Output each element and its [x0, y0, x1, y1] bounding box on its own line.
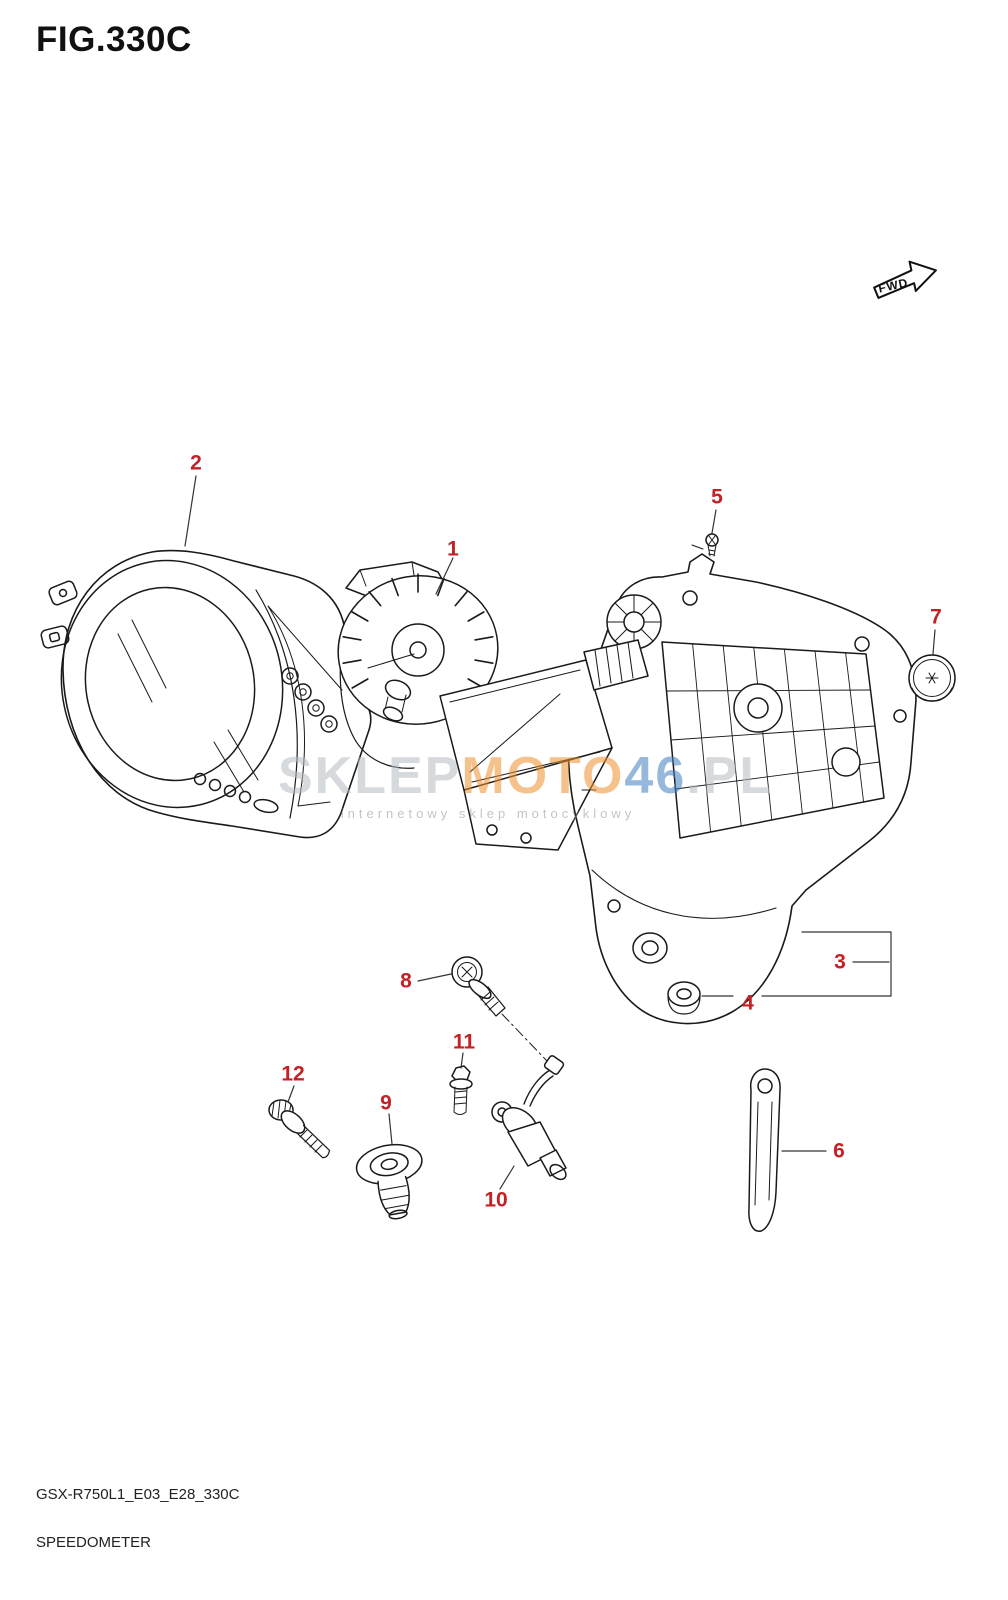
part-screw-8: [451, 956, 549, 1063]
part-screw-5: [691, 533, 719, 557]
footer-figure-name: SPEEDOMETER: [36, 1534, 152, 1551]
figure-title: FIG.330C: [36, 20, 192, 59]
callout-12: 12: [281, 1062, 305, 1086]
callout-3: 3: [834, 950, 846, 974]
callout-5: 5: [711, 485, 723, 509]
part-bolt-11: [449, 1065, 473, 1115]
fwd-label: FWD: [877, 276, 910, 296]
part-strap-6: [748, 1068, 781, 1232]
part-speedometer-unit: [337, 561, 649, 851]
part-cap-7: [908, 654, 956, 702]
part-sensor-10: [491, 1055, 567, 1181]
part-clip-9: [355, 1143, 423, 1220]
part-meter-cover: [40, 549, 372, 839]
part-bolt-12: [268, 1099, 331, 1159]
callout-11: 11: [452, 1030, 476, 1054]
fwd-arrow: FWD: [873, 260, 937, 299]
callout-9: 9: [380, 1091, 392, 1115]
callout-8: 8: [400, 969, 412, 993]
callout-6: 6: [833, 1139, 845, 1163]
footer-model-code: GSX-R750L1_E03_E28_330C: [36, 1486, 240, 1503]
callout-2: 2: [190, 451, 202, 475]
callout-7: 7: [930, 605, 942, 629]
leader-lines: [184, 475, 936, 1190]
part-rear-case: [567, 553, 917, 1025]
callout-4: 4: [742, 991, 754, 1015]
callout-10: 10: [484, 1188, 508, 1212]
part-grommet-4: [667, 981, 701, 1015]
callout-1: 1: [447, 537, 459, 561]
